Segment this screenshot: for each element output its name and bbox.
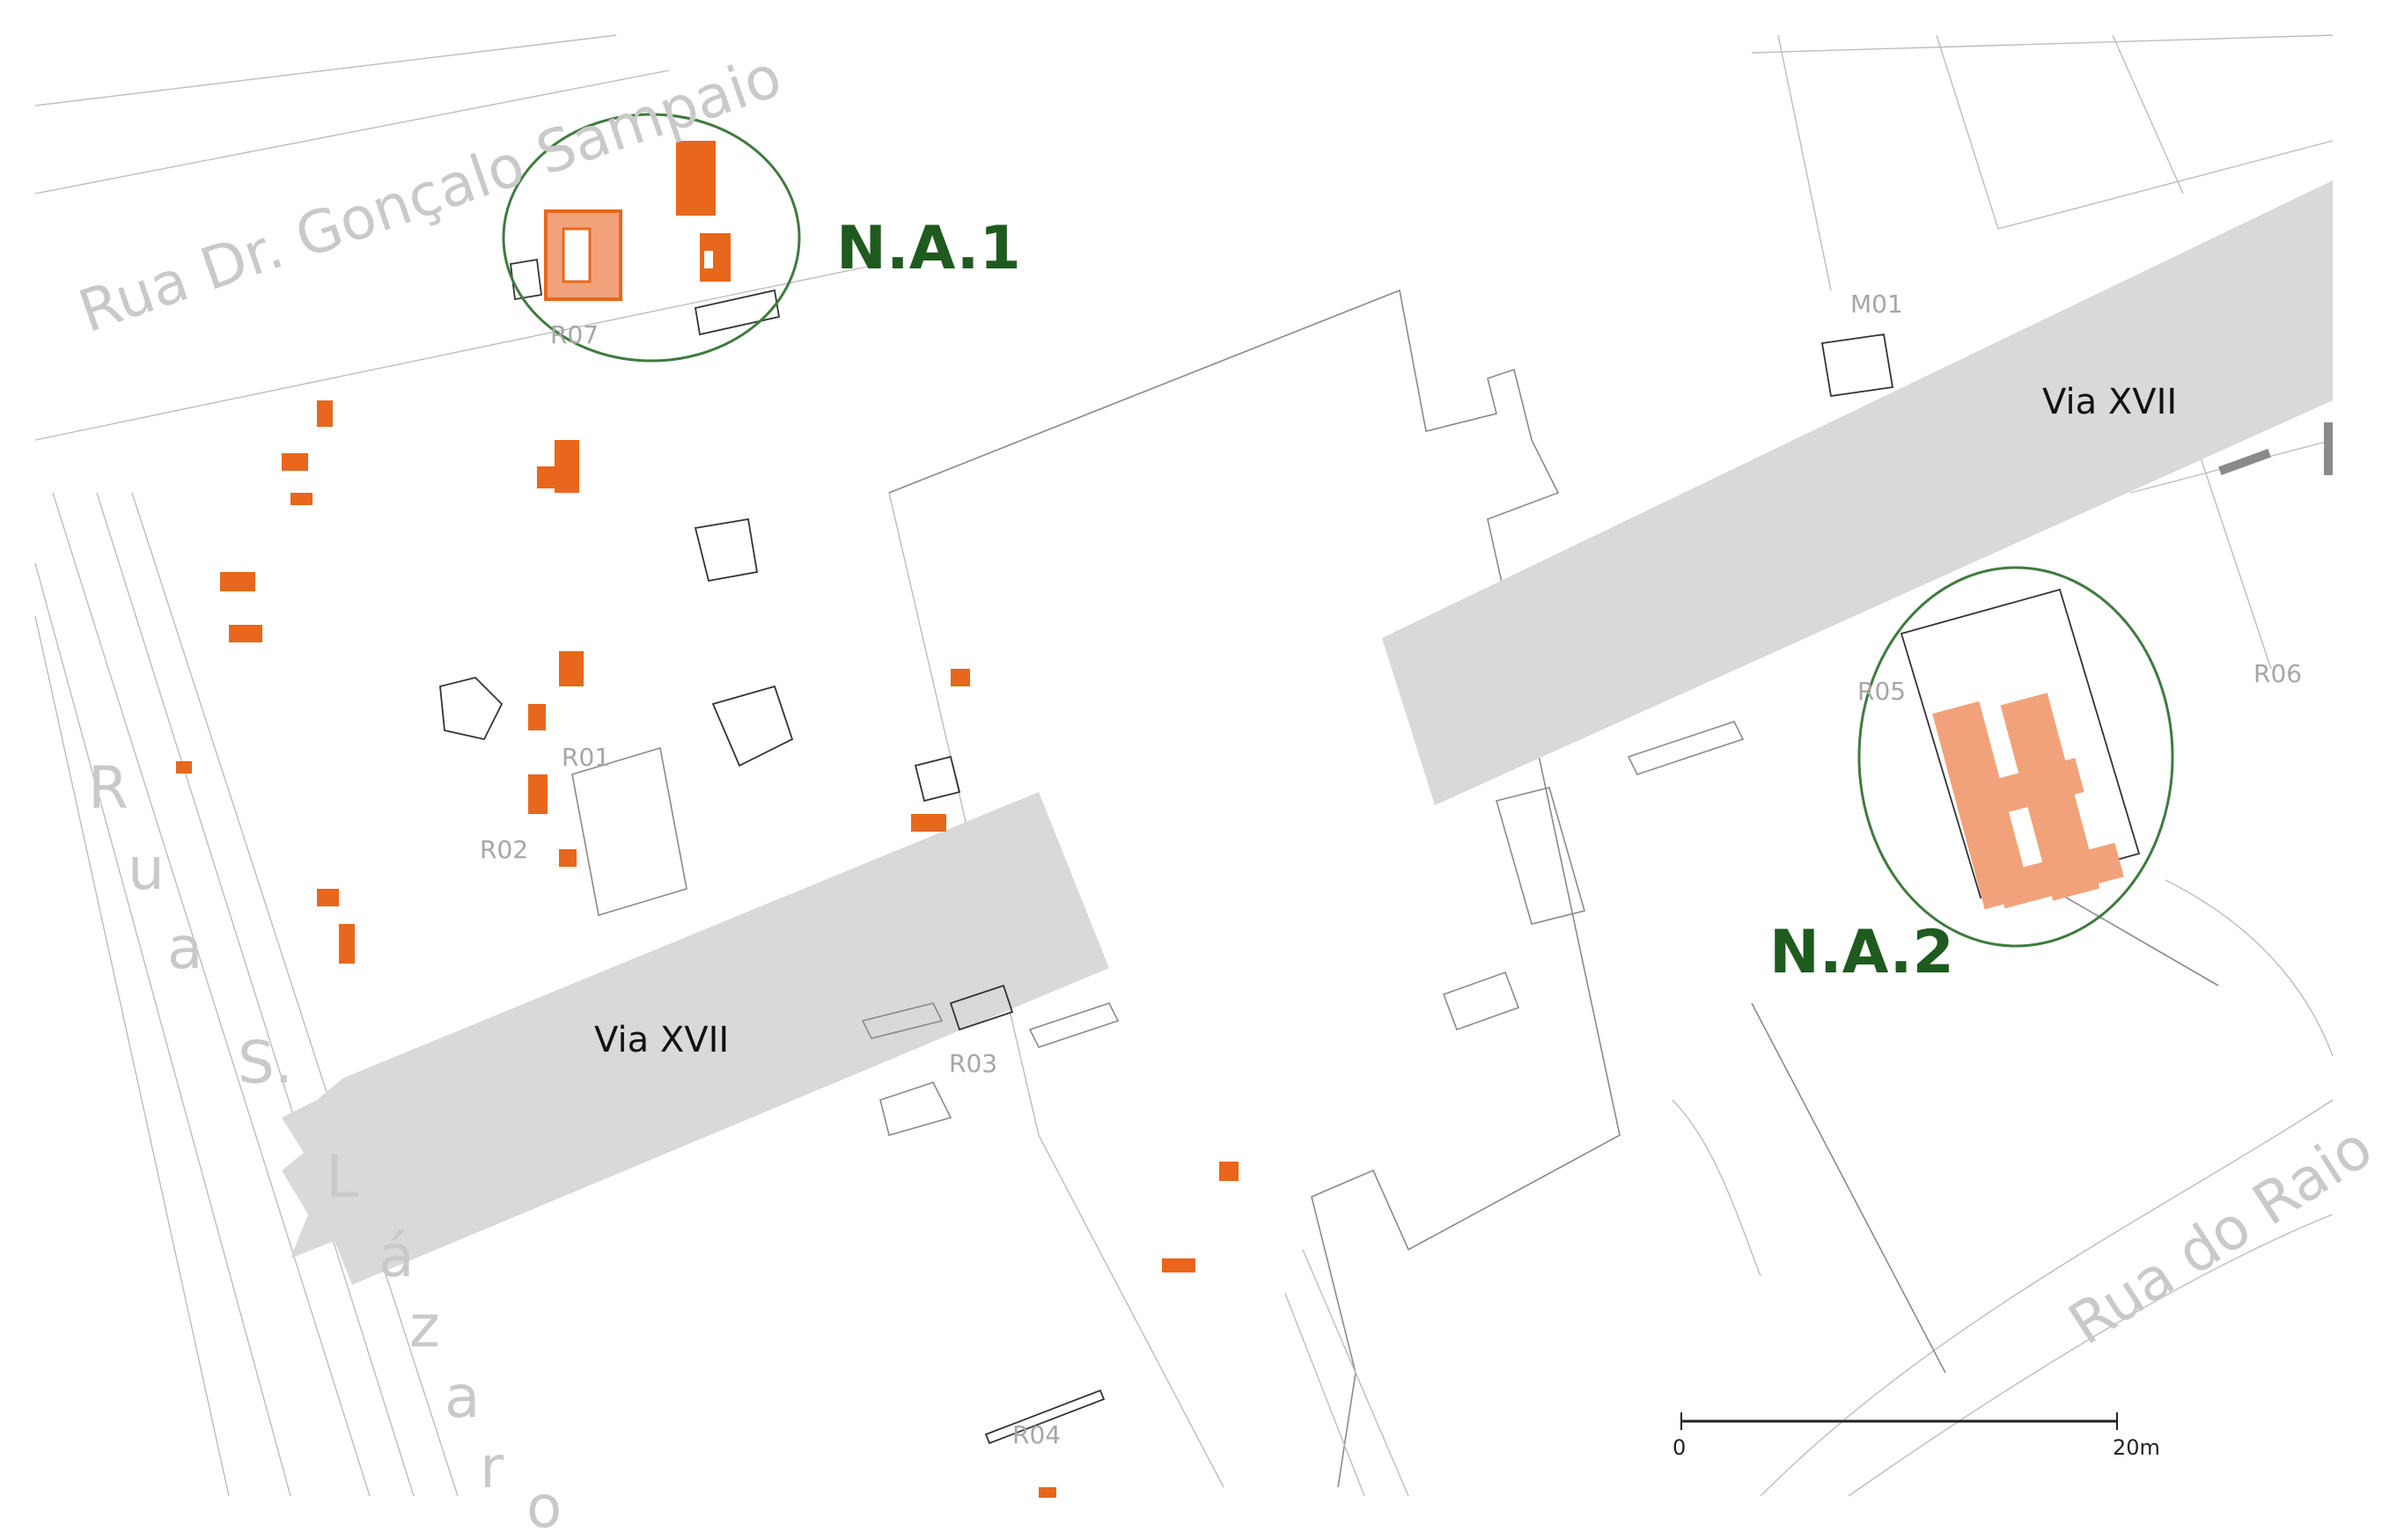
via-label-west: Via XVII xyxy=(594,1020,729,1060)
street-letter: u xyxy=(128,835,165,903)
na2-ellipse xyxy=(1857,566,2174,948)
street-letter: L xyxy=(326,1143,358,1211)
street-letter: a xyxy=(445,1363,480,1431)
sector-label: R03 xyxy=(949,1049,997,1078)
via-east-band xyxy=(1382,180,2333,805)
scale-end: 20m xyxy=(2113,1435,2160,1460)
via-label-east: Via XVII xyxy=(2042,382,2177,422)
scale-start: 0 xyxy=(1673,1435,1686,1460)
na1-label: N.A.1 xyxy=(836,214,1021,283)
street-name-east: Rua do Raio xyxy=(2057,1113,2382,1359)
street-letter: S. xyxy=(238,1029,293,1096)
street-letter: r xyxy=(480,1434,504,1501)
na1-ellipse xyxy=(502,113,801,363)
street-letter: a xyxy=(167,914,202,982)
sector-label: R01 xyxy=(562,743,610,772)
roman-road-via-xvii xyxy=(282,180,2333,1285)
sector-label: R06 xyxy=(2253,659,2302,688)
parcel-lines xyxy=(34,34,2334,1497)
sector-label: R07 xyxy=(550,320,599,349)
sector-label: R05 xyxy=(1857,677,1906,706)
street-letter: o xyxy=(526,1473,562,1540)
na1-cluster xyxy=(509,141,781,336)
excavated-structures xyxy=(176,333,2333,1498)
street-letter: z xyxy=(409,1293,440,1360)
sector-label: R04 xyxy=(1012,1420,1061,1449)
sector-label: R02 xyxy=(480,835,528,864)
via-west-band xyxy=(282,792,1109,1285)
street-name-west: R u a S. L á z a r o xyxy=(88,754,562,1540)
street-letter: R xyxy=(88,754,129,822)
street-letter: á xyxy=(379,1222,414,1290)
na2-label: N.A.2 xyxy=(1769,918,1954,987)
na2-cluster xyxy=(1900,588,2141,910)
sector-label: M01 xyxy=(1850,290,1903,319)
scale-bar: 0 20m xyxy=(1673,1412,2160,1460)
